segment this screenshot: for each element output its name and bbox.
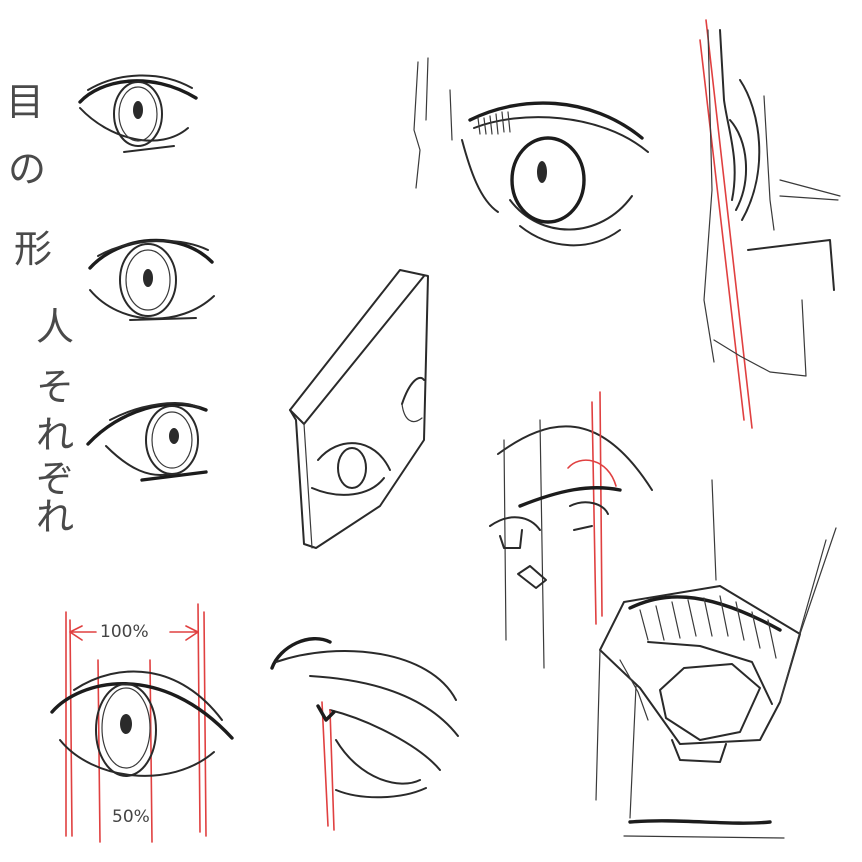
eye-plane-perspective (289, 269, 429, 549)
title-char-1: 目 (6, 80, 44, 124)
face-block-eyes (489, 391, 653, 669)
title-char-6: れ (36, 413, 74, 457)
title-char-8: れ (36, 495, 74, 539)
eye-sketch-brow-detail (413, 57, 649, 247)
width-label-half: 50% (112, 807, 150, 827)
eye-sketch-side (270, 637, 459, 831)
title-char-5: そ (36, 365, 74, 409)
eye-sketch-sharp (86, 402, 208, 482)
eye-sketch-round (78, 74, 198, 153)
eye-proportion-study: 100% 50% (50, 603, 234, 843)
vertical-title: 目 の 形 人 そ れ ぞ れ (6, 80, 74, 539)
width-label-full: 100% (100, 622, 149, 642)
title-char-3: 形 (14, 227, 52, 271)
title-char-7: ぞ (36, 457, 74, 501)
title-char-4: 人 (36, 305, 74, 349)
eye-sketch-almond (88, 238, 215, 321)
eye-sketch-profile (699, 19, 841, 429)
title-char-2: の (8, 147, 46, 191)
eye-socket-construction (595, 479, 837, 839)
